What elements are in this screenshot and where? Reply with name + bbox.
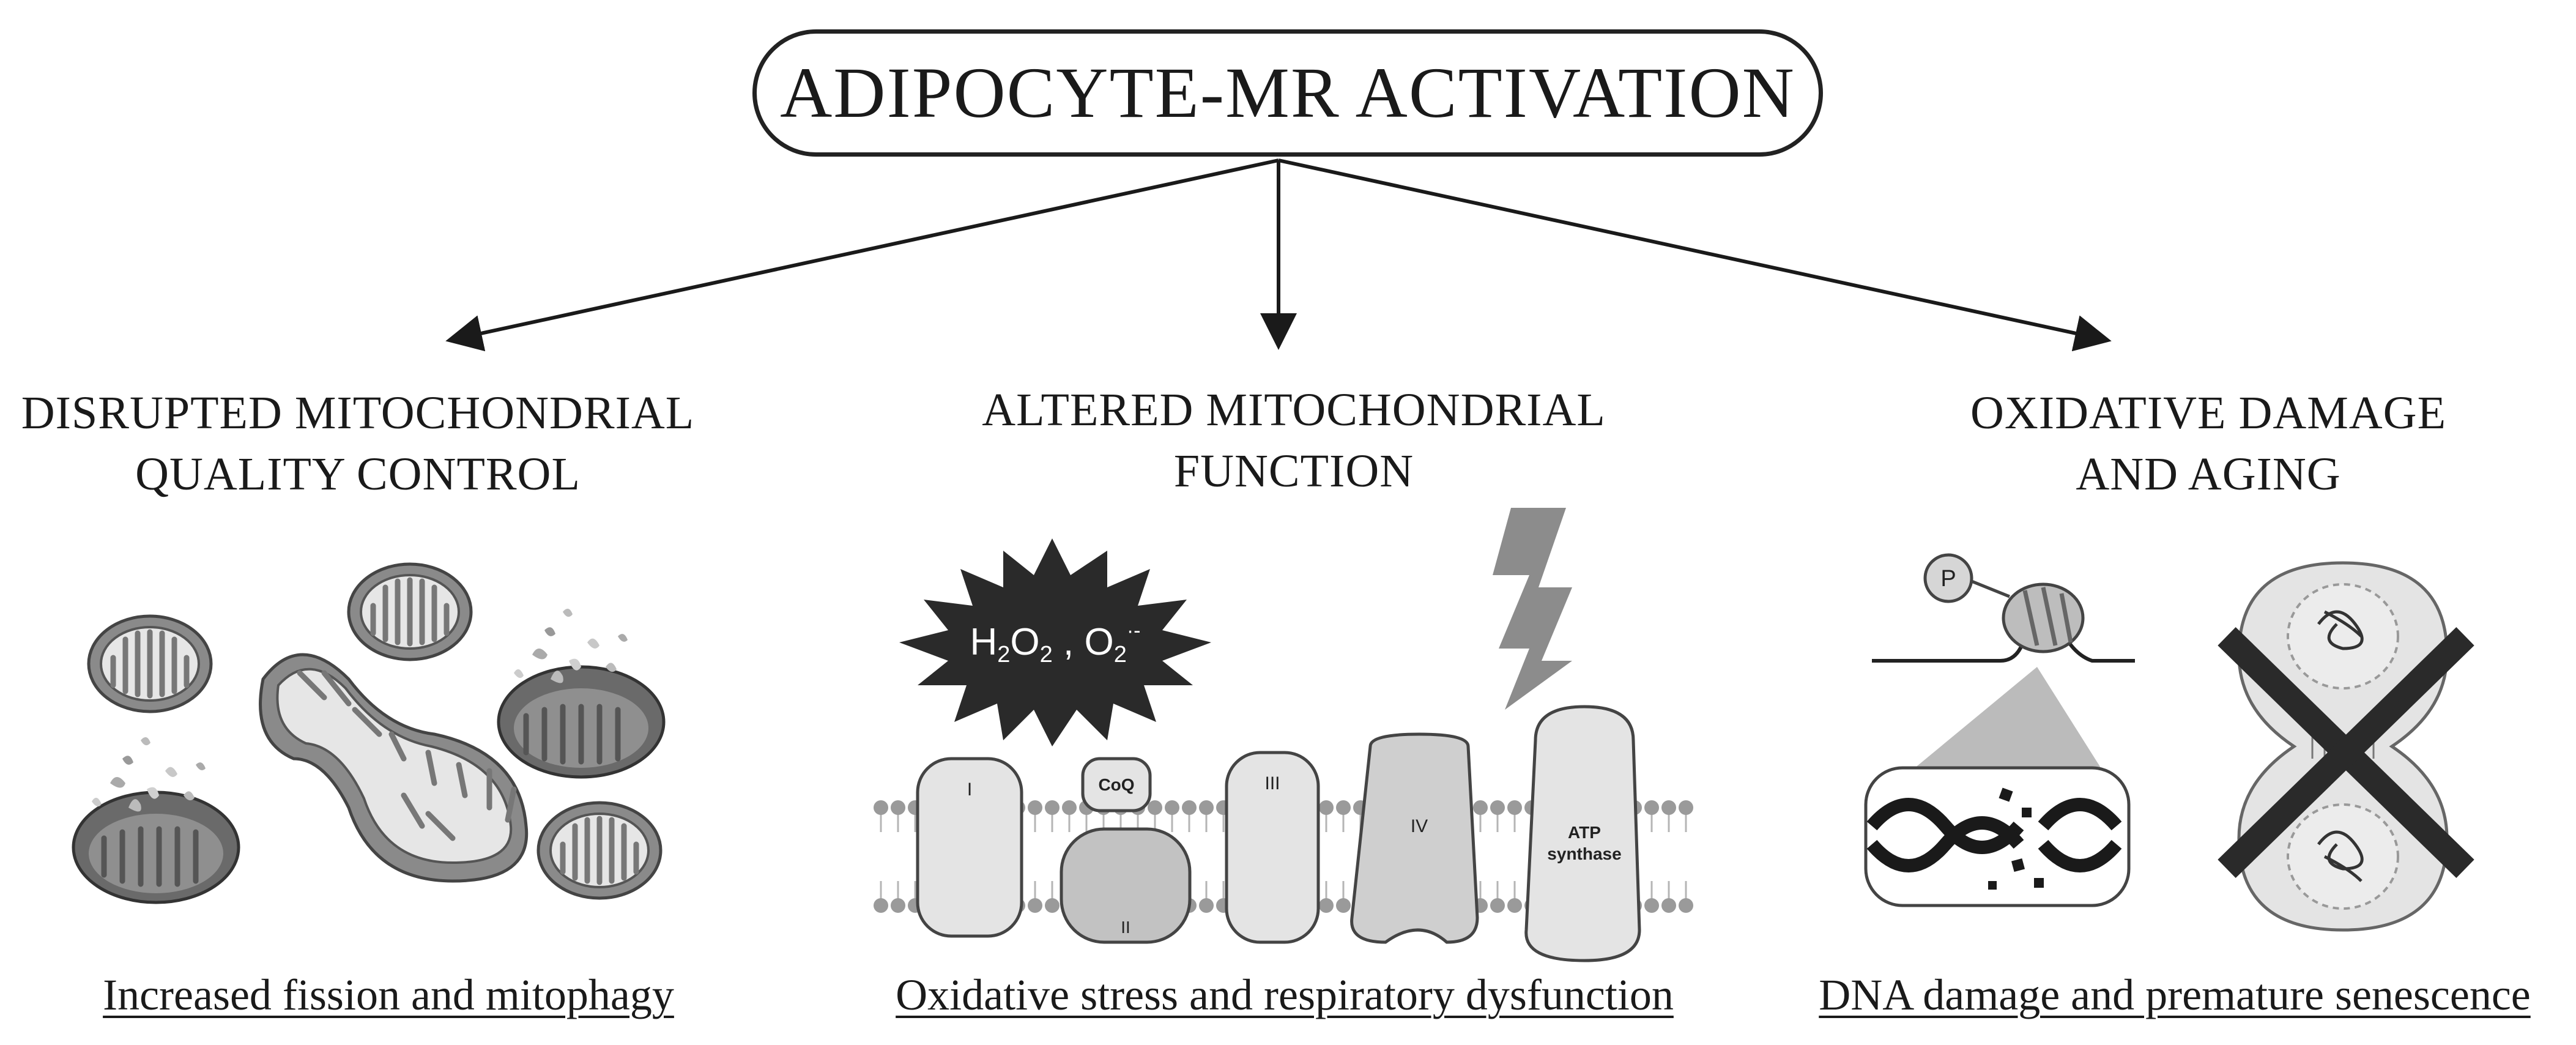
ros-sep: , <box>1053 621 1085 663</box>
atp-synthase: ATP synthase <box>1524 705 1641 962</box>
ros-o: O <box>1010 621 1039 663</box>
blocked-x-icon <box>2218 627 2474 879</box>
phospho-label: P <box>1940 566 1956 592</box>
lipid-head <box>1148 800 1162 815</box>
caption-mito-function: Oxidative stress and respiratory dysfunc… <box>896 970 1674 1019</box>
lipid-head <box>1679 898 1693 913</box>
senescence-illustration: P <box>1864 553 2474 932</box>
damaged-mitochondrion <box>497 608 666 779</box>
mitochondrion <box>349 564 471 660</box>
lipid-head <box>891 898 905 913</box>
elongated-mitochondrion <box>259 653 529 883</box>
lipid-head <box>1490 800 1505 815</box>
lipid-head <box>1473 800 1488 815</box>
atp-label-line2: synthase <box>1547 844 1621 863</box>
lipid-head <box>1661 800 1676 815</box>
lipid-head <box>1336 800 1351 815</box>
ros-o2: O <box>1084 621 1113 663</box>
lipid-head <box>1319 800 1334 815</box>
complex-1: I <box>916 757 1023 938</box>
mitochondrion <box>89 616 211 712</box>
nucleosome <box>2002 582 2085 653</box>
title-box: ADIPOCYTE-MR ACTIVATION <box>752 29 1823 157</box>
ros-o2-sub: 2 <box>1114 642 1127 668</box>
lipid-head <box>1644 898 1659 913</box>
damaged-mitochondrion <box>72 737 240 904</box>
heading-quality-control: DISRUPTED MITOCHONDRIAL QUALITY CONTROL <box>12 382 703 505</box>
lipid-head <box>1062 800 1077 815</box>
heading-line: DISRUPTED MITOCHONDRIAL <box>21 387 695 439</box>
arrow-left <box>445 158 1279 352</box>
lipid-head <box>1336 898 1351 913</box>
lipid-head <box>1045 800 1060 815</box>
lipid-head <box>1644 800 1659 815</box>
mitochondrion <box>538 803 661 898</box>
title-text: ADIPOCYTE-MR ACTIVATION <box>780 53 1795 133</box>
phospho-circle <box>1923 553 1973 603</box>
heading-line: AND AGING <box>2076 448 2341 500</box>
arrow-right <box>1278 158 2112 352</box>
phospho-link <box>1971 579 2010 598</box>
zoom-cone <box>1896 667 2110 783</box>
lipid-head <box>1199 898 1214 913</box>
lipid-head <box>1507 898 1522 913</box>
lipid-head <box>1199 800 1214 815</box>
lipid-head <box>1028 898 1042 913</box>
heading-line: FUNCTION <box>1173 445 1414 497</box>
etc-illustration: H2O2 , O2·- I CoQ II III IV AT <box>874 508 1693 962</box>
lipid-head <box>1319 898 1334 913</box>
ros-o2-sup: ·- <box>1127 619 1141 642</box>
lipid-head <box>1507 800 1522 815</box>
heading-line: QUALITY CONTROL <box>135 448 581 500</box>
lipid-head <box>874 800 888 815</box>
dna-damage-box <box>1864 766 2131 907</box>
complex-4: IV <box>1350 732 1479 944</box>
heading-mito-function: ALTERED MITOCHONDRIAL FUNCTION <box>936 379 1652 502</box>
caption-quality-control: Increased fission and mitophagy <box>103 970 674 1019</box>
lipid-head <box>1165 800 1179 815</box>
ros-starburst: H2O2 , O2·- <box>899 538 1211 746</box>
coq-carrier: CoQ <box>1081 757 1152 813</box>
heading-line: ALTERED MITOCHONDRIAL <box>982 384 1606 436</box>
caption-oxidative-aging: DNA damage and premature senescence <box>1819 970 2531 1019</box>
coq-label: CoQ <box>1098 775 1134 794</box>
heading-oxidative-aging: OXIDATIVE DAMAGE AND AGING <box>1884 382 2533 505</box>
complex-3: III <box>1225 751 1320 944</box>
complex-3-label: III <box>1264 773 1280 794</box>
atp-label-line1: ATP <box>1568 823 1601 842</box>
lipid-head <box>1045 898 1060 913</box>
mitochondria-illustration <box>72 551 666 904</box>
lipid-head <box>1182 800 1197 815</box>
ros-h: H <box>970 621 997 663</box>
heading-line: OXIDATIVE DAMAGE <box>1970 387 2446 439</box>
ros-o-sub: 2 <box>1040 642 1053 668</box>
lipid-head <box>1028 800 1042 815</box>
lipid-head <box>1661 898 1676 913</box>
ros-h-sub: 2 <box>997 642 1010 668</box>
ros-label: H2O2 , O2·- <box>970 619 1140 668</box>
complex-1-label: I <box>967 779 972 800</box>
lipid-head <box>1679 800 1693 815</box>
complex-2: II <box>1060 827 1192 944</box>
lightning-bolt-icon <box>1493 508 1572 710</box>
lipid-head <box>874 898 888 913</box>
complex-4-label: IV <box>1411 816 1428 836</box>
complex-2-label: II <box>1121 918 1130 937</box>
lipid-head <box>891 800 905 815</box>
lipid-head <box>1490 898 1505 913</box>
